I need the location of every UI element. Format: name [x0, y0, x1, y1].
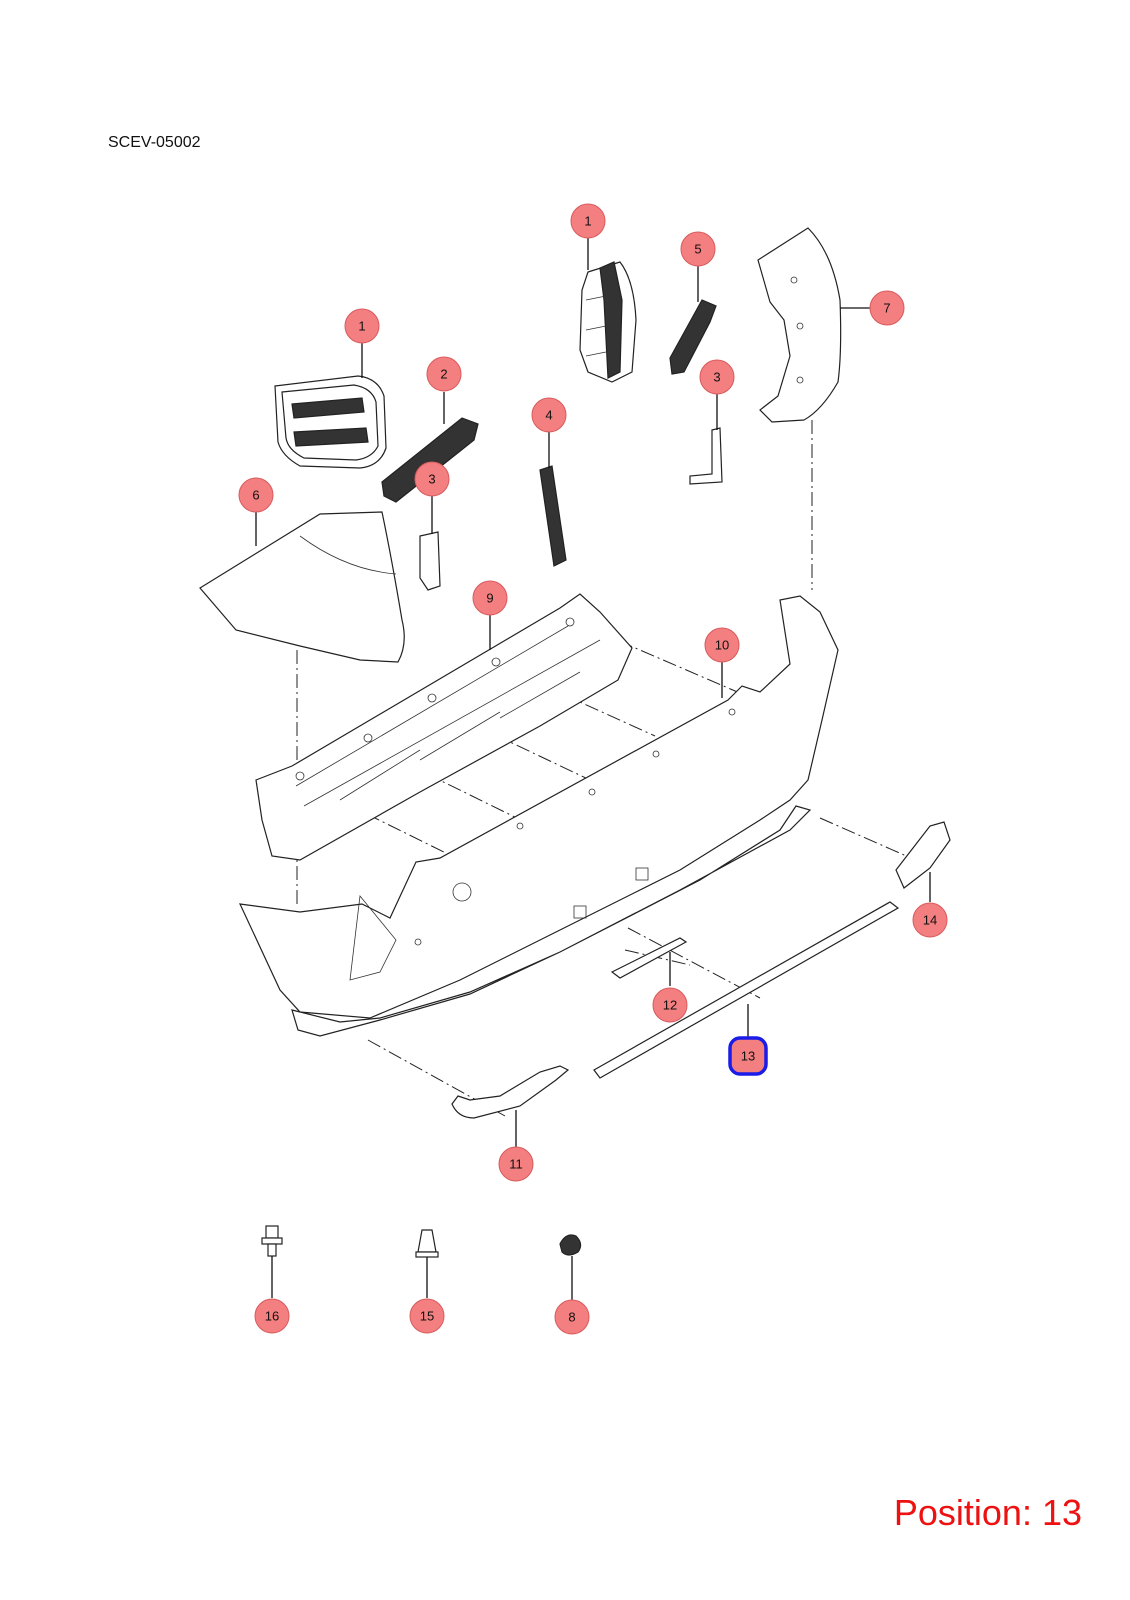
part-bracket-4 — [539, 465, 567, 567]
part-vent-grille-left — [274, 375, 387, 469]
diagram-code: SCEV-05002 — [108, 134, 201, 151]
callout-1-left-vent[interactable]: 1 — [344, 308, 380, 344]
callout-12[interactable]: 12 — [652, 987, 688, 1023]
callout-6[interactable]: 6 — [238, 477, 274, 513]
callout-11[interactable]: 11 — [498, 1146, 534, 1182]
callout-2[interactable]: 2 — [426, 356, 462, 392]
callout-3-left[interactable]: 3 — [414, 461, 450, 497]
position-label: Position: 13 — [893, 1492, 1082, 1533]
callout-5[interactable]: 5 — [680, 231, 716, 267]
callout-15[interactable]: 15 — [409, 1298, 445, 1334]
part-vent-upper — [579, 261, 637, 383]
part-lower-trim-11 — [451, 1065, 570, 1119]
callout-4[interactable]: 4 — [531, 397, 567, 433]
part-bracket-3-right — [689, 427, 723, 485]
fastener-15 — [415, 1229, 439, 1258]
part-reflector-14 — [895, 821, 951, 889]
fastener-16 — [261, 1225, 283, 1257]
part-bracket-2 — [381, 417, 479, 503]
part-panel-7 — [757, 227, 842, 423]
part-bumper-cover-10 — [238, 595, 839, 1037]
callout-7[interactable]: 7 — [869, 290, 905, 326]
callout-13-selected[interactable]: 13 — [728, 1036, 768, 1076]
callout-8[interactable]: 8 — [554, 1299, 590, 1335]
callout-3-right[interactable]: 3 — [699, 359, 735, 395]
callout-9[interactable]: 9 — [472, 580, 508, 616]
part-bracket-3-left — [419, 531, 441, 591]
fastener-8 — [559, 1234, 582, 1256]
callout-14[interactable]: 14 — [912, 902, 948, 938]
part-bracket-5 — [669, 299, 717, 375]
part-reinforcement-9 — [255, 593, 633, 861]
callout-1-upper-vent[interactable]: 1 — [570, 203, 606, 239]
part-panel-6 — [199, 511, 405, 663]
part-trim-strip-13 — [593, 901, 900, 1079]
callout-16[interactable]: 16 — [254, 1298, 290, 1334]
leader-lines — [255, 238, 931, 1300]
part-strip-12 — [610, 937, 688, 979]
callout-10[interactable]: 10 — [704, 627, 740, 663]
